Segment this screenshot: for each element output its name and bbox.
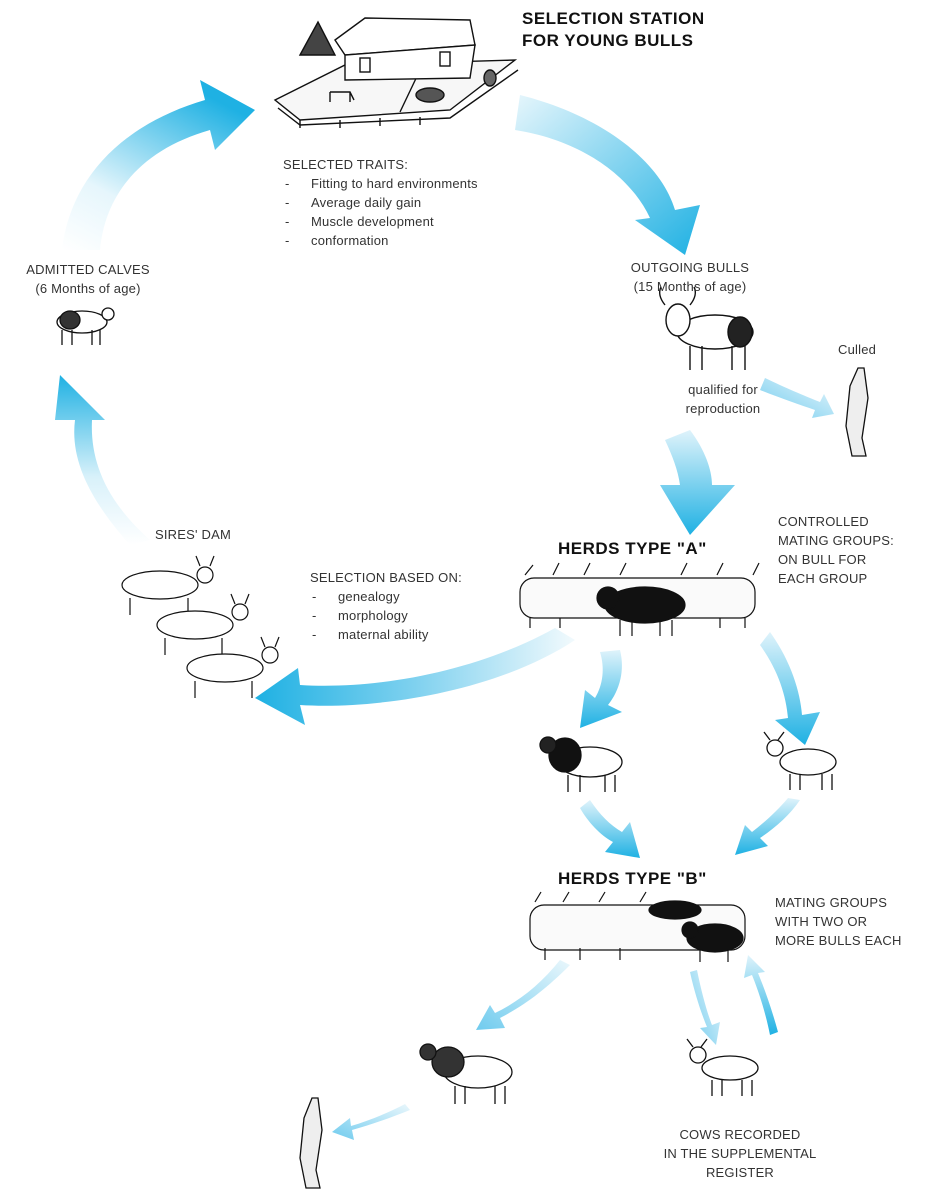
arrow-whitebull-to-herdsB	[735, 798, 800, 855]
herds-a-note-line: CONTROLLED	[778, 514, 869, 529]
herds-a-illustration	[519, 562, 760, 636]
white-bull-illustration	[763, 731, 837, 790]
qualified-line2: reproduction	[685, 401, 761, 416]
cows-recorded-line: IN THE SUPPLEMENTAL	[663, 1146, 817, 1161]
arrow-recorded-to-herdsB	[744, 955, 778, 1035]
outgoing-bulls-label: OUTGOING BULLS (15 Months of age)	[605, 258, 775, 296]
selection-based: SELECTION BASED ON: genealogy morphology…	[310, 568, 462, 644]
herds-a-note: CONTROLLED MATING GROUPS: ON BULL FOR EA…	[778, 512, 894, 588]
arrow-station-to-outgoing	[515, 95, 700, 255]
qualified-label: qualified for reproduction	[668, 380, 778, 418]
arrow-darkbull-to-herdsB	[580, 800, 640, 858]
herds-a-note-line: EACH GROUP	[778, 571, 868, 586]
culled-bull-illustration	[419, 1043, 513, 1104]
arrow-to-culled	[760, 378, 834, 418]
selected-traits: SELECTED TRAITS: Fitting to hard environ…	[283, 155, 478, 250]
herds-b-note-line: MORE BULLS EACH	[775, 933, 902, 948]
herds-a-note-line: ON BULL FOR	[778, 552, 867, 567]
arrow-calves-to-station	[62, 80, 255, 250]
sires-dam-label: SIRES' DAM	[155, 527, 231, 542]
culled-carcass-bottom-illustration	[299, 1097, 323, 1189]
station-title-line1: SELECTION STATION	[522, 9, 705, 28]
herds-b-note-line: WITH TWO OR	[775, 914, 868, 929]
arrow-herdsA-to-darkbull	[580, 650, 622, 728]
arrow-herdsB-to-culledbull	[476, 960, 570, 1030]
selected-traits-heading: SELECTED TRAITS:	[283, 157, 409, 172]
selection-based-heading: SELECTION BASED ON:	[310, 570, 462, 585]
qualified-line1: qualified for	[688, 382, 758, 397]
selection-station-illustration	[273, 17, 519, 128]
selection-item: genealogy	[310, 587, 462, 606]
station-title: SELECTION STATION FOR YOUNG BULLS	[522, 8, 705, 52]
sires-dam-illustration	[121, 555, 280, 698]
trait-item: Average daily gain	[283, 193, 478, 212]
trait-item: Muscle development	[283, 212, 478, 231]
dark-bull-illustration	[539, 736, 623, 792]
herds-b-title: HERDS TYPE "B"	[558, 869, 707, 888]
arrow-siresdam-to-calves	[55, 375, 150, 545]
trait-item: conformation	[283, 231, 478, 250]
outgoing-bulls-line1: OUTGOING BULLS	[630, 260, 750, 275]
herds-b-illustration	[529, 891, 746, 962]
arrow-herdsA-to-whitebull	[760, 632, 820, 745]
cows-recorded-line: REGISTER	[705, 1165, 775, 1180]
herds-b-note-line: MATING GROUPS	[775, 895, 888, 910]
arrow-outgoing-to-herdsA	[660, 430, 735, 535]
herds-a-title: HERDS TYPE "A"	[558, 539, 707, 558]
herds-b-note: MATING GROUPS WITH TWO OR MORE BULLS EAC…	[775, 893, 902, 950]
herds-a-note-line: MATING GROUPS:	[778, 533, 894, 548]
admitted-calves-label: ADMITTED CALVES (6 Months of age)	[8, 260, 168, 298]
cows-recorded-label: COWS RECORDED IN THE SUPPLEMENTAL REGIST…	[650, 1125, 830, 1182]
selection-item: maternal ability	[310, 625, 462, 644]
calf-illustration	[56, 307, 115, 345]
culled-carcass-illustration	[845, 367, 869, 457]
culled-label: Culled	[838, 342, 877, 357]
selection-item: morphology	[310, 606, 462, 625]
station-title-line2: FOR YOUNG BULLS	[522, 31, 694, 50]
admitted-calves-line2: (6 Months of age)	[35, 281, 141, 296]
recorded-cow-illustration	[686, 1038, 759, 1096]
cows-recorded-line: COWS RECORDED	[679, 1127, 801, 1142]
trait-item: Fitting to hard environments	[283, 174, 478, 193]
arrow-to-culled-bottom	[332, 1104, 410, 1140]
arrow-herdsA-to-siresdam	[255, 628, 575, 725]
arrow-herdsB-to-recorded	[690, 970, 720, 1045]
admitted-calves-line1: ADMITTED CALVES	[26, 262, 150, 277]
outgoing-bull-illustration	[658, 286, 754, 370]
outgoing-bulls-line2: (15 Months of age)	[633, 279, 747, 294]
